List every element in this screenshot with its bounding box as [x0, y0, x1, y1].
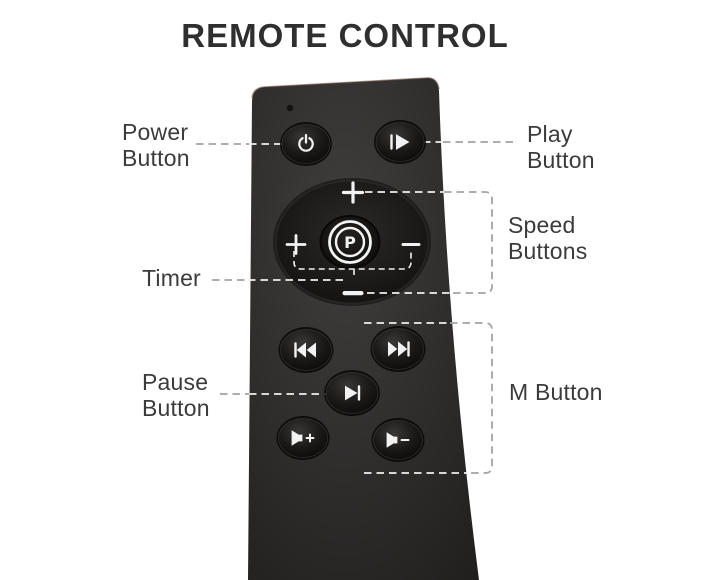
ir-led-hole [286, 104, 294, 112]
timer-label-line1: Timer [142, 265, 201, 291]
m-button-label: M Button [509, 379, 603, 406]
pause-label-line1: Pause [142, 369, 209, 395]
remote-top-edge-highlight [251, 77, 440, 99]
skip-back-icon [294, 342, 316, 358]
timer-inner-bracket [293, 251, 412, 270]
skip-back-button [278, 327, 334, 373]
center-logo-button: P [319, 215, 381, 269]
p-logo-letter: P [344, 233, 356, 252]
speed-label-line1: Speed [508, 212, 576, 238]
power-label-line1: Power [122, 119, 189, 145]
play-label-line1: Play [527, 121, 573, 147]
callout-lines-outer [196, 141, 517, 474]
pause-label: Pause Button [142, 369, 210, 421]
volume-up-button [276, 416, 330, 460]
timer-label: Timer [142, 265, 201, 292]
p-logo-icon: P [328, 220, 372, 264]
skip-forward-button [370, 326, 426, 372]
pause-button [324, 370, 380, 416]
skip-forward-icon [388, 341, 410, 357]
power-button [280, 122, 332, 166]
play-label-line2: Button [527, 146, 595, 173]
power-icon [298, 133, 314, 152]
speed-plus-icon [341, 181, 365, 204]
callout-lines-on-remote [248, 141, 467, 474]
speed-label-line2: Buttons [508, 237, 588, 264]
pause-label-line2: Button [142, 394, 210, 421]
nav-dial: P [273, 178, 431, 306]
power-label: Power Button [122, 119, 190, 171]
timer-plus-icon [285, 234, 307, 255]
power-label-line2: Button [122, 144, 190, 171]
play-button [374, 120, 426, 164]
volume-down-button [371, 418, 425, 462]
speed-label: Speed Buttons [508, 212, 588, 264]
m-callout-bracket [450, 322, 493, 474]
play-label: Play Button [527, 121, 595, 173]
m-button-label-line1: M Button [509, 379, 603, 405]
volume-down-icon [386, 432, 410, 448]
diagram-title: REMOTE CONTROL [181, 17, 509, 54]
speed-callout-bracket [444, 191, 493, 294]
speed-minus-icon [342, 291, 364, 296]
volume-up-icon [291, 430, 315, 446]
play-pause-icon [345, 385, 361, 401]
play-icon [390, 134, 410, 150]
